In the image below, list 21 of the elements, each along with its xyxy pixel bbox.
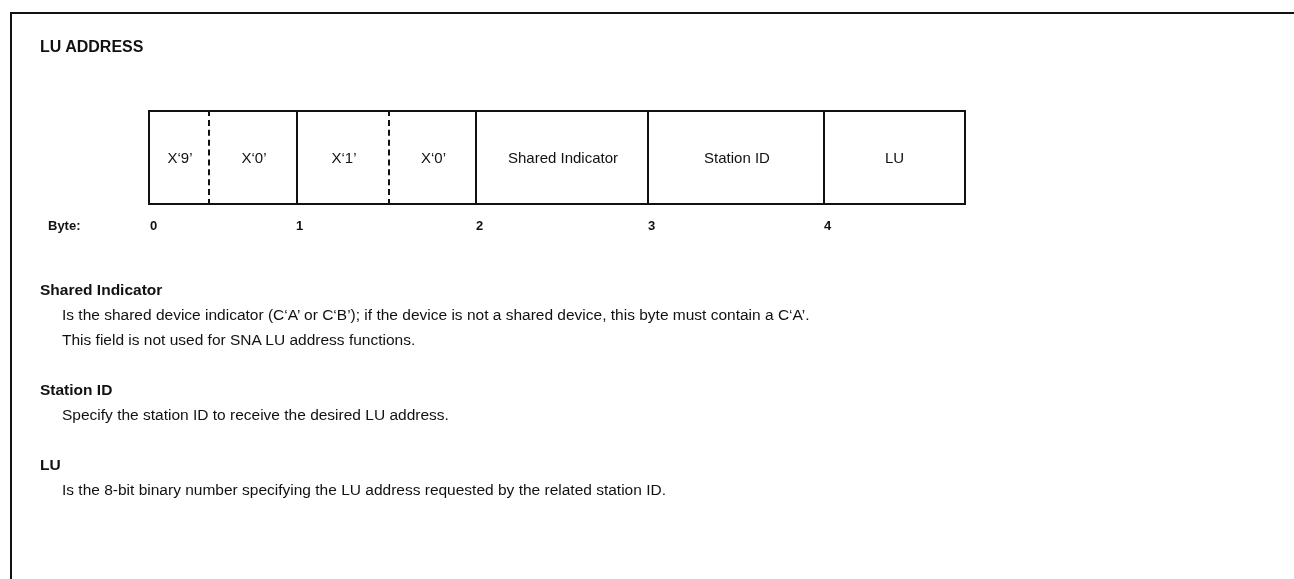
definition-text: Is the shared device indicator (C‘A’ or C‘B’); if the device is not a shared device, this byte must contain a C‘A’. (62, 306, 810, 324)
diagram-title: LU ADDRESS (40, 38, 144, 56)
definition-heading: Shared Indicator (40, 281, 163, 299)
definition-text: Specify the station ID to receive the desired LU address. (62, 406, 449, 424)
definition-text: Is the 8-bit binary number specifying the LU address requested by the related station ID. (62, 481, 666, 499)
definition-heading: LU (40, 456, 61, 474)
byte-field: X‘0’ (208, 110, 298, 205)
byte-field: X‘0’ (388, 110, 477, 205)
byte-offset: 3 (648, 218, 656, 233)
definition-heading: Station ID (40, 381, 113, 399)
definition-text: This field is not used for SNA LU address functions. (62, 331, 416, 349)
byte-label: Byte: (48, 218, 81, 233)
byte-field: Station ID (647, 110, 825, 205)
byte-offset: 1 (296, 218, 304, 233)
byte-offset: 2 (476, 218, 484, 233)
byte-field: X‘9’ (148, 110, 210, 205)
byte-field: Shared Indicator (475, 110, 649, 205)
byte-offset: 4 (824, 218, 832, 233)
byte-field: X‘1’ (296, 110, 390, 205)
byte-offset: 0 (150, 218, 158, 233)
byte-field: LU (823, 110, 966, 205)
